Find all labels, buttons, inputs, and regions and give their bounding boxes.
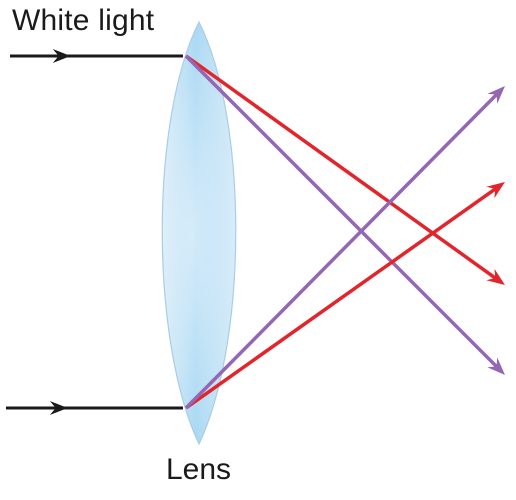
red-ray-from-bottom-line bbox=[184, 186, 498, 410]
incoming-ray-bottom-arrowhead-icon bbox=[49, 401, 68, 415]
rays-layer bbox=[6, 49, 505, 415]
incoming-ray-top bbox=[10, 49, 183, 63]
lens-icon bbox=[161, 20, 237, 446]
red-ray-from-top bbox=[184, 54, 505, 285]
red-ray-from-top-line bbox=[184, 54, 498, 281]
red-ray-from-bottom-arrowhead-icon bbox=[486, 182, 505, 199]
red-ray-from-bottom bbox=[184, 182, 505, 410]
red-ray-from-top-arrowhead-icon bbox=[486, 268, 505, 285]
violet-ray-from-top bbox=[184, 54, 505, 375]
lens-highlight bbox=[162, 22, 236, 444]
violet-ray-from-bottom-line bbox=[184, 91, 500, 410]
incoming-ray-top-arrowhead-icon bbox=[52, 49, 71, 63]
white-light-label: White light bbox=[12, 4, 155, 37]
violet-ray-from-bottom bbox=[184, 86, 505, 410]
violet-ray-from-top-arrowhead-icon bbox=[487, 357, 505, 375]
lens-outline bbox=[161, 20, 237, 446]
violet-ray-from-bottom-arrowhead-icon bbox=[487, 86, 505, 104]
incoming-ray-bottom bbox=[6, 401, 183, 415]
violet-ray-from-top-line bbox=[184, 54, 500, 370]
lens-label: Lens bbox=[166, 453, 232, 486]
